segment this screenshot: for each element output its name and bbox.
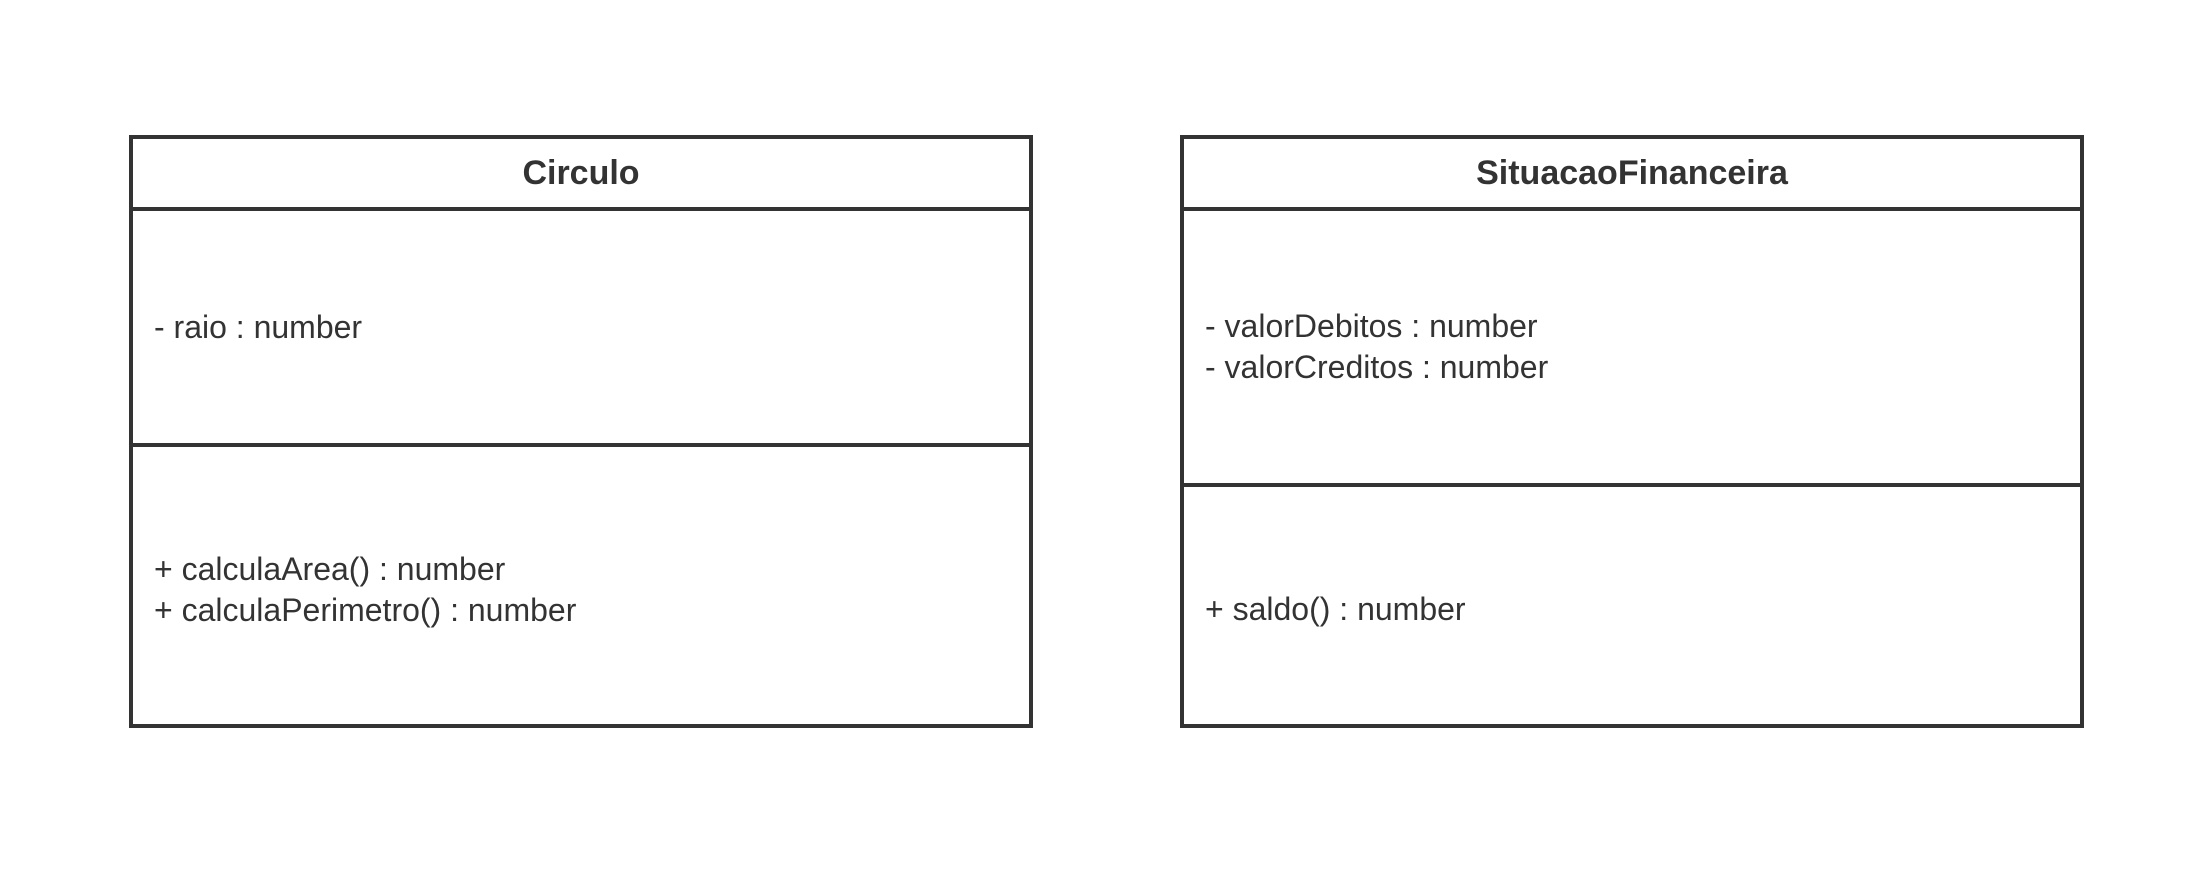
class-name: SituacaoFinanceira (1184, 139, 2080, 211)
method-saldo: + saldo() : number (1205, 591, 1466, 627)
methods-section: + saldo() : number (1184, 491, 2080, 728)
class-circulo: Circulo - raio : number + calculaArea() … (129, 135, 1033, 728)
methods-section: + calculaArea() : number + calculaPerime… (133, 451, 1029, 728)
class-situacao-financeira: SituacaoFinanceira - valorDebitos : numb… (1180, 135, 2084, 728)
attribute-raio: - raio : number (154, 308, 363, 345)
method-calcula-area: + calculaArea() : number (154, 550, 506, 587)
attribute-valor-debitos: - valorDebitos : number (1205, 308, 1538, 344)
attribute-valor-creditos: - valorCreditos : number (1205, 349, 1549, 385)
method-calcula-perimetro: + calculaPerimetro() : number (154, 591, 577, 628)
attributes-section: - raio : number (133, 211, 1029, 447)
attributes-section: - valorDebitos : number - valorCreditos … (1184, 211, 2080, 487)
class-name: Circulo (133, 139, 1029, 211)
